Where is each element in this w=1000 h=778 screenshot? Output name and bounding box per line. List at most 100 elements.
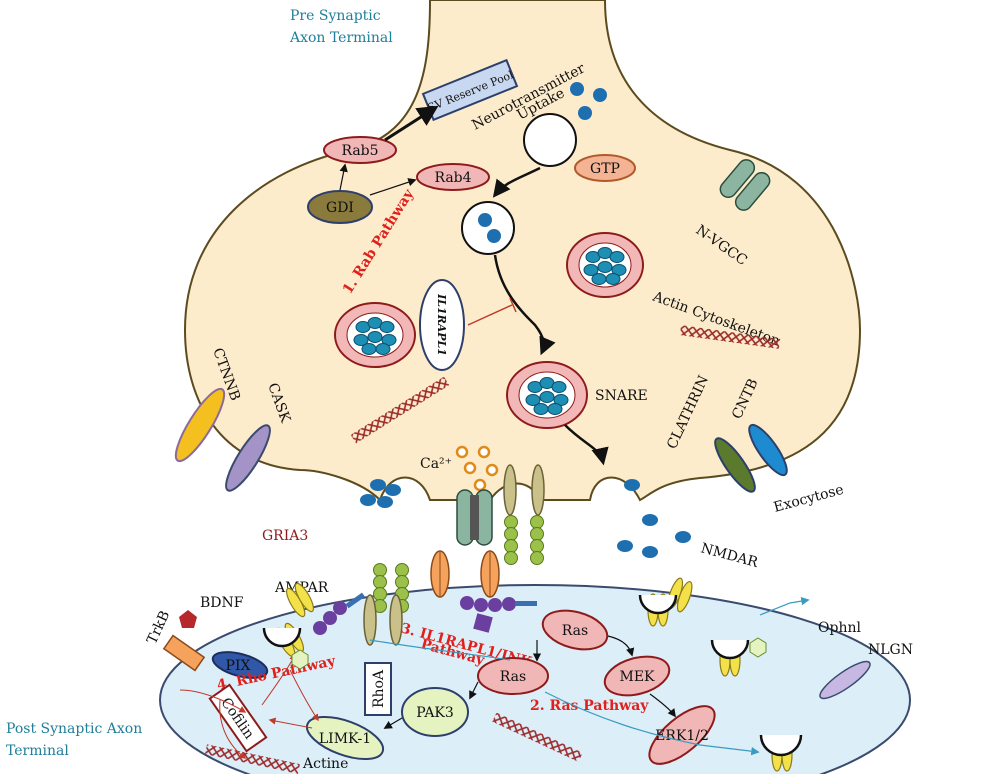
vesicle-granule <box>583 264 599 276</box>
vesicle-granule <box>533 403 549 415</box>
presynaptic-terminal <box>183 0 862 502</box>
ophn1-arrow <box>759 596 810 616</box>
vesicle-granule <box>609 251 625 263</box>
svg-text:ERK1/2: ERK1/2 <box>655 728 709 744</box>
jnk-curve <box>369 639 511 661</box>
vesicle-granule <box>547 403 563 415</box>
svg-text:MEK: MEK <box>619 669 655 685</box>
receptor-subunit <box>373 587 387 601</box>
il1rapl1-protein: IL1RAPL1 <box>419 279 465 371</box>
neurotransmitter-dot <box>570 82 584 96</box>
nlgn-label: NLGN <box>868 642 913 658</box>
receptor-subunit <box>530 527 544 541</box>
exocytose-label: Exocytose <box>772 482 846 516</box>
receptor-subunit <box>504 527 518 541</box>
uptake-to-vesicle-arrow <box>492 166 541 198</box>
cntb-protein <box>748 423 788 477</box>
svg-text:Rab4: Rab4 <box>434 170 471 186</box>
ras-to-mek-arrow <box>607 635 635 657</box>
ligand-hexagon <box>291 649 309 670</box>
receptor-subunit <box>504 515 518 529</box>
vesicle-granule <box>605 273 621 285</box>
svg-text:IL1RAPL1: IL1RAPL1 <box>435 293 448 356</box>
neurotransmitter-dot <box>593 88 607 102</box>
receptor-cup <box>262 627 302 648</box>
svg-text:PAK3: PAK3 <box>416 705 454 721</box>
nmdar-label: NMDAR <box>699 540 760 571</box>
adhesion-rods <box>503 464 545 516</box>
ophn1-label: Ophnl <box>818 620 861 636</box>
receptor-subunit <box>530 515 544 529</box>
ras-protein-2: Ras <box>541 609 609 651</box>
limk1-protein: LIMK-1 <box>305 715 385 761</box>
gdi-to-rab4-arrow <box>369 178 417 196</box>
receptor-subunit <box>373 563 387 577</box>
pre-terminal-title-2: Axon Terminal <box>289 30 393 46</box>
erk-protein: ERK1/2 <box>648 705 716 765</box>
vesicle-granule <box>379 321 395 333</box>
receptor-subunit <box>504 551 518 565</box>
vesicle-granule <box>367 331 383 343</box>
receptor-subunit <box>373 575 387 589</box>
calcium-ions <box>455 445 499 492</box>
orange-channel <box>430 550 450 598</box>
svg-text:Ras: Ras <box>562 623 588 639</box>
svg-text:LIMK-1: LIMK-1 <box>319 731 371 747</box>
vesicle-granule <box>591 273 607 285</box>
released-neurotransmitters-left <box>360 479 401 508</box>
mek-to-erk-arrow <box>649 693 677 718</box>
clathrin-protein <box>714 437 756 493</box>
receptor-cup <box>759 734 803 757</box>
receptor-cup <box>638 594 678 615</box>
vesicle-granule <box>539 391 555 403</box>
receptor-cup <box>710 639 750 660</box>
receptor-subunit <box>530 539 544 553</box>
rho-arrow-4 <box>179 689 247 713</box>
gtp-protein: GTP <box>574 154 636 182</box>
snare-to-exocytosis-arrow <box>564 424 609 466</box>
vesicle-granule <box>525 394 541 406</box>
svg-text:Ras: Ras <box>500 669 526 685</box>
actin-filament <box>679 325 781 349</box>
gdi-protein: GDI <box>307 190 373 224</box>
ras-pathway-label: 2. Ras Pathway <box>530 698 649 714</box>
rab5-protein: Rab5 <box>323 136 397 164</box>
receptor-subunit <box>395 575 409 589</box>
vesicle-granule <box>375 343 391 355</box>
neurotransmitter-dot <box>578 106 592 120</box>
gdi-to-rab5-arrow <box>339 163 348 191</box>
bdnf-label: BDNF <box>200 595 244 611</box>
vesicle-granule <box>551 381 567 393</box>
post-terminal-title-2: Terminal <box>6 743 69 759</box>
rab5-to-pool-arrow <box>384 105 439 142</box>
ras-protein-1: Ras <box>477 657 549 695</box>
receptor-subunit <box>530 551 544 565</box>
svg-text:GTP: GTP <box>590 161 620 177</box>
vesicle-to-snare-arrow <box>493 254 556 356</box>
pak3-to-limk-arrow <box>383 717 403 729</box>
uptake-vesicle <box>523 113 577 167</box>
rho-arrow-2 <box>289 669 319 722</box>
n-vgcc-channel <box>719 159 771 211</box>
released-neurotransmitters-right <box>617 479 691 558</box>
vesicle-granule <box>597 261 613 273</box>
rho-arrow-3 <box>219 699 247 759</box>
loaded-vesicle <box>461 201 515 255</box>
vesicle-granule <box>353 334 369 346</box>
svg-text:Rab5: Rab5 <box>341 143 378 159</box>
receptor-subunit <box>504 539 518 553</box>
post-rods <box>363 594 403 646</box>
pix-protein: PIX <box>211 651 269 679</box>
limk-to-cofilin-arrow <box>268 717 313 729</box>
synaptic-channel <box>456 489 493 546</box>
actin-filament <box>492 712 583 762</box>
ras-to-pak3-arrow <box>469 681 479 700</box>
ctnnb-protein <box>174 387 226 463</box>
post-terminal-title-1: Post Synaptic Axon <box>6 721 142 737</box>
ras-to-erk-curve <box>544 691 760 756</box>
purple-chain <box>460 596 537 633</box>
nlgn-protein <box>819 660 871 700</box>
purple-chain-ampar <box>313 592 365 635</box>
ca2-label: Ca²⁺ <box>420 456 452 472</box>
bdnf-icon <box>179 610 197 628</box>
